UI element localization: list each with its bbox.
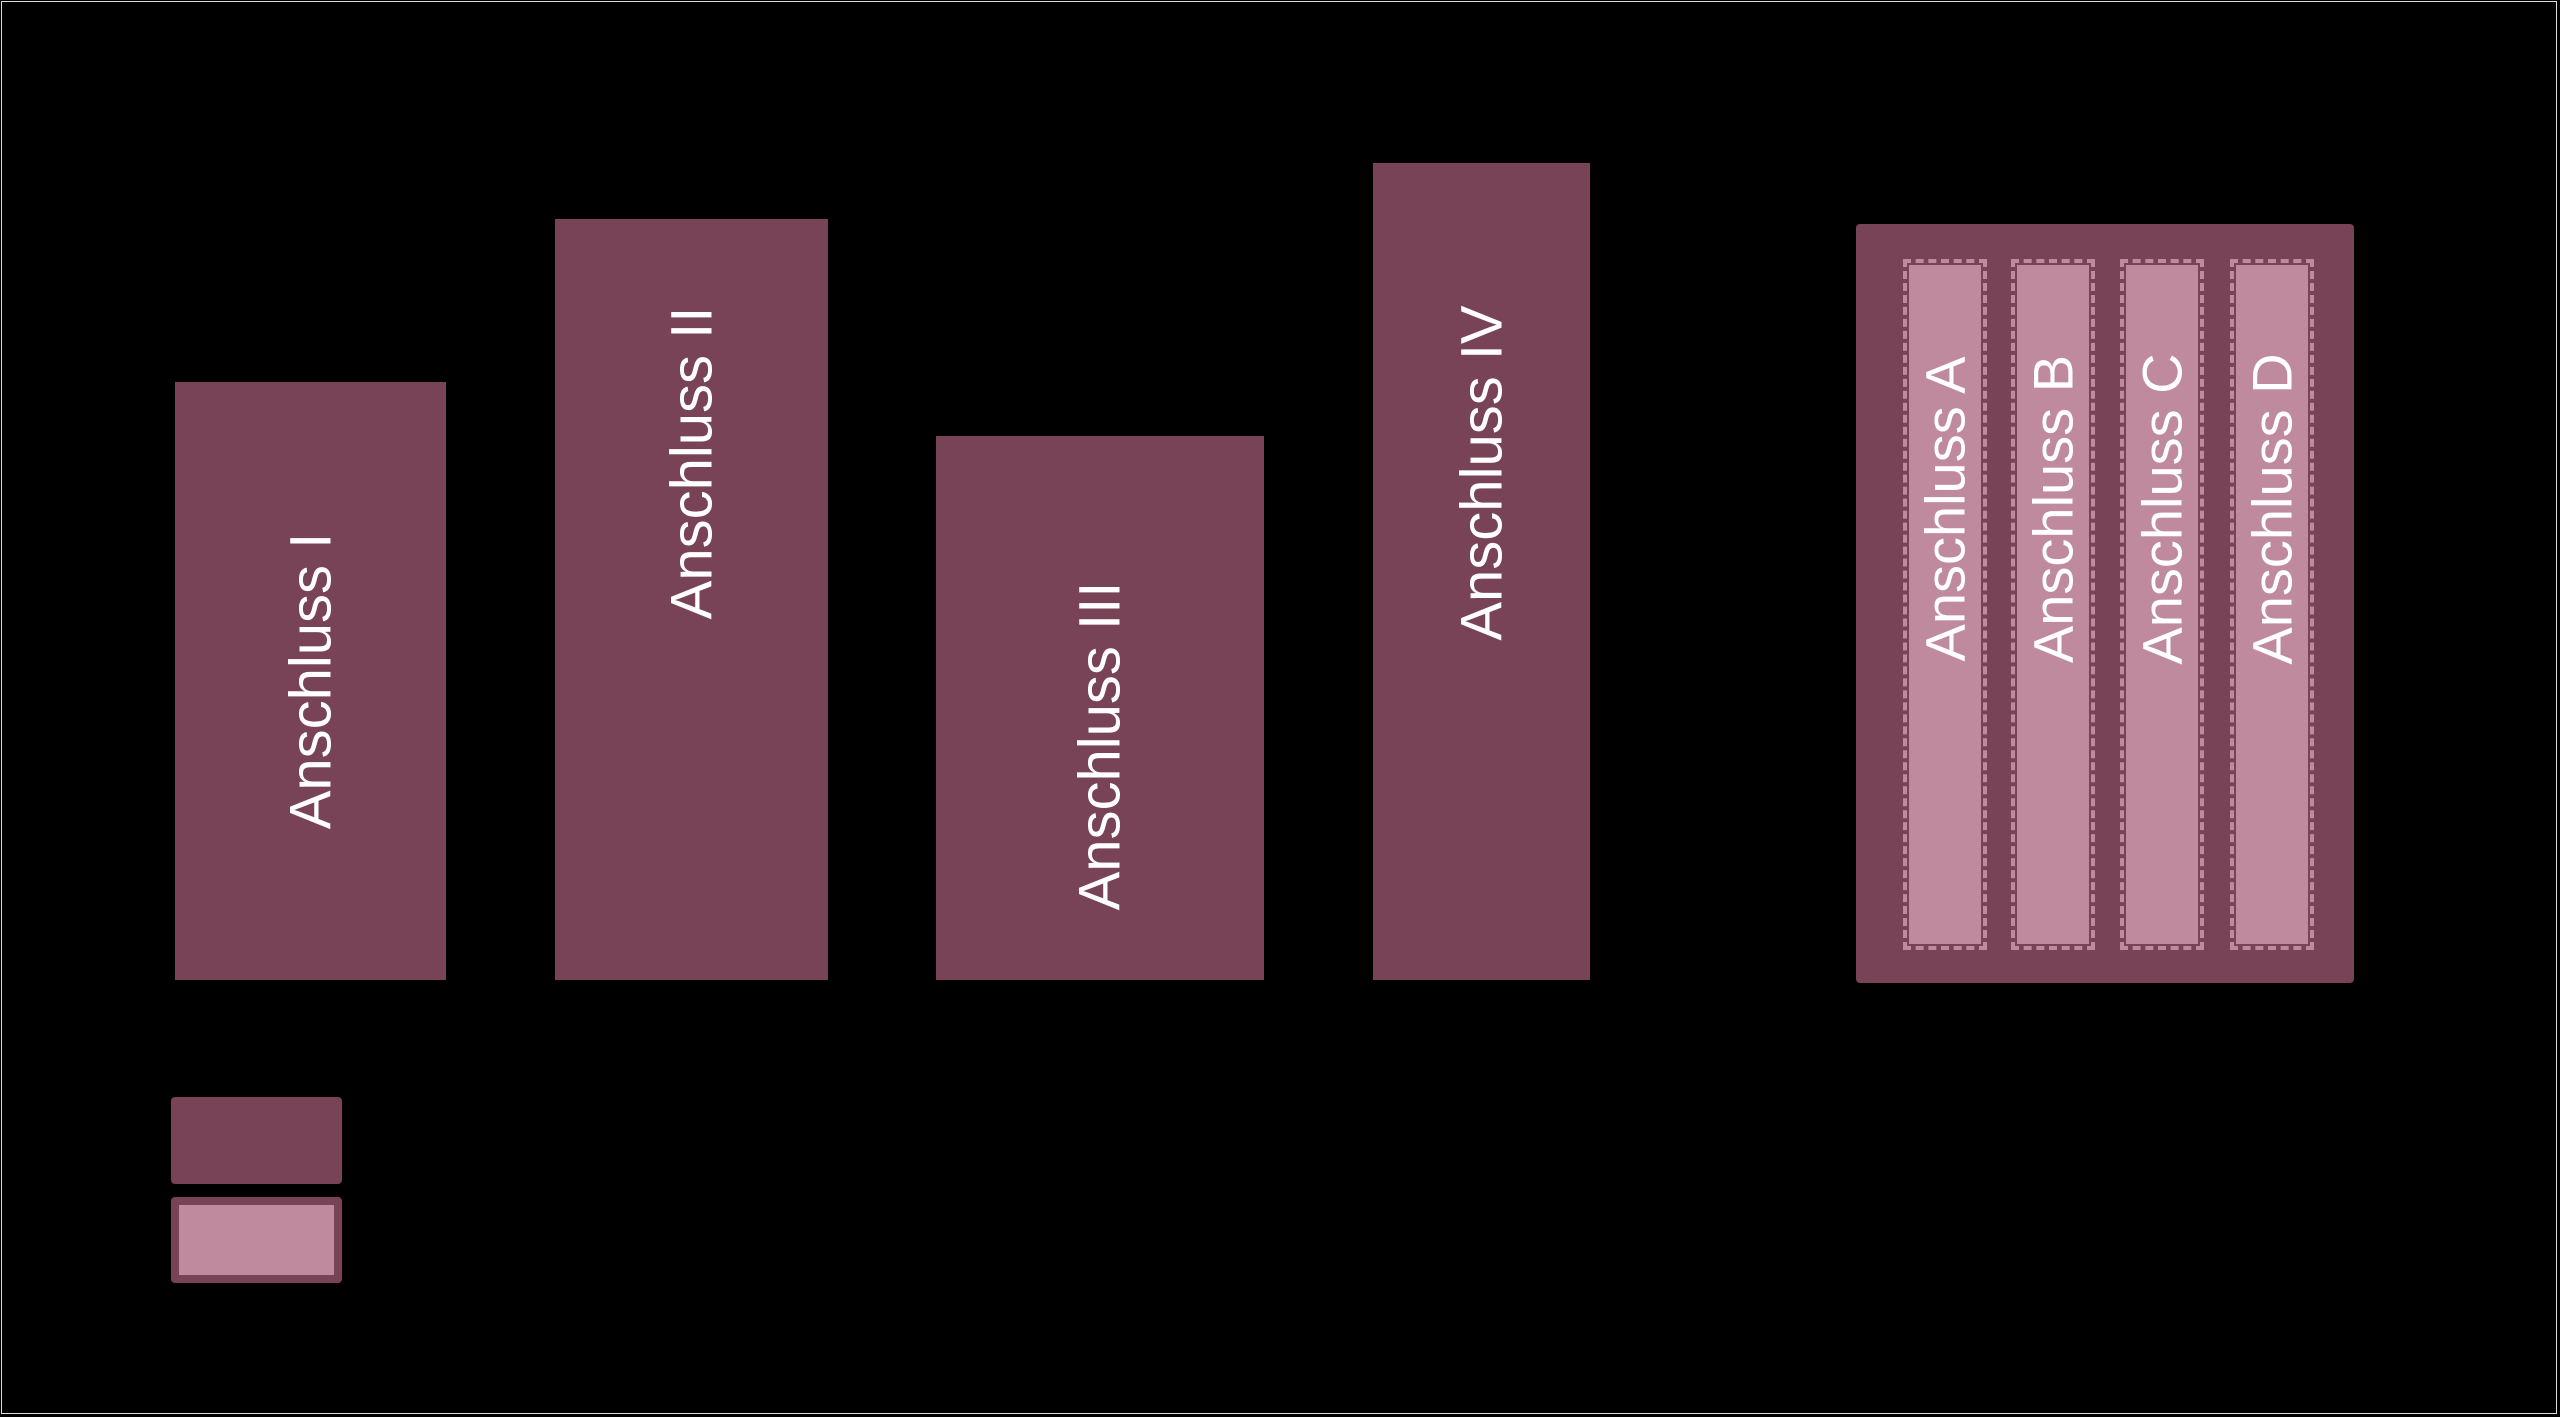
- block-anschluss-iv: Anschluss IV: [1373, 163, 1590, 980]
- legend-swatch-secondary: [171, 1197, 342, 1283]
- sub-block-label: Anschluss A: [1913, 356, 1977, 662]
- sub-block-anschluss-c: Anschluss C: [2120, 259, 2204, 950]
- block-label: Anschluss IV: [1449, 305, 1514, 642]
- sub-block-anschluss-a: Anschluss A: [1903, 259, 1987, 950]
- sub-block-label: Anschluss B: [2021, 355, 2085, 664]
- block-anschluss-iii: Anschluss III: [936, 436, 1264, 980]
- legend-swatch-primary: [171, 1097, 342, 1184]
- block-label: Anschluss II: [659, 306, 724, 619]
- sub-block-label: Anschluss D: [2240, 353, 2304, 666]
- sub-block-anschluss-d: Anschluss D: [2230, 259, 2314, 950]
- block-label: Anschluss III: [1067, 581, 1133, 911]
- block-anschluss-i: Anschluss I: [175, 382, 446, 980]
- block-anschluss-ii: Anschluss II: [555, 219, 828, 980]
- sub-block-label: Anschluss C: [2130, 353, 2194, 666]
- block-label: Anschluss I: [278, 532, 343, 830]
- sub-block-anschluss-b: Anschluss B: [2011, 259, 2095, 950]
